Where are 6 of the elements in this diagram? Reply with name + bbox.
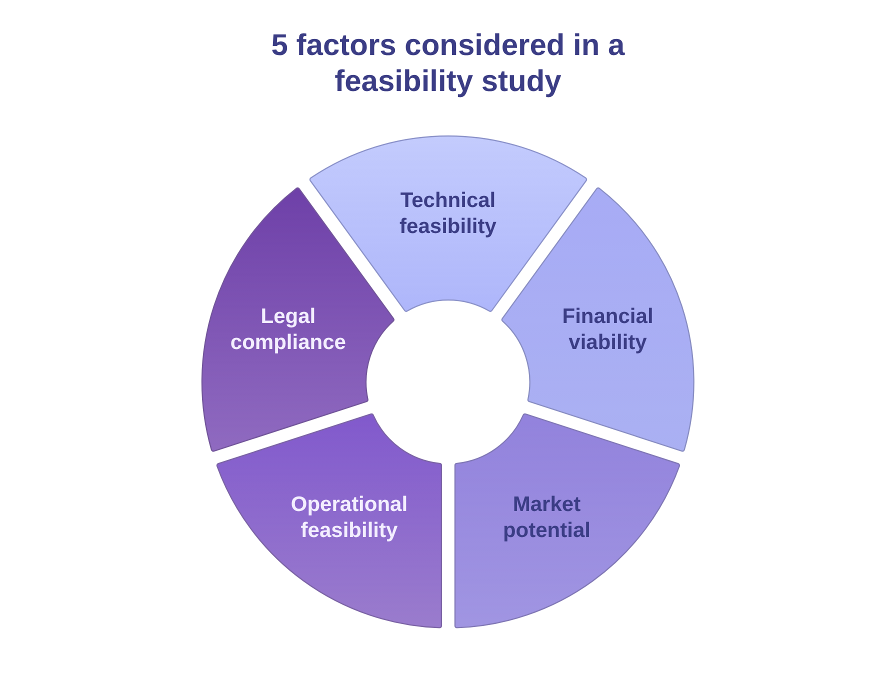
diagram-title: 5 factors considered in a feasibility study (270, 28, 626, 100)
segment-label: Legal compliance (229, 304, 347, 356)
segment-label: Operational feasibility (290, 492, 409, 544)
segment-label: Financial viability (561, 304, 654, 356)
segment-label: Market potential (502, 492, 592, 544)
segment-label: Technical feasibility (398, 188, 498, 240)
